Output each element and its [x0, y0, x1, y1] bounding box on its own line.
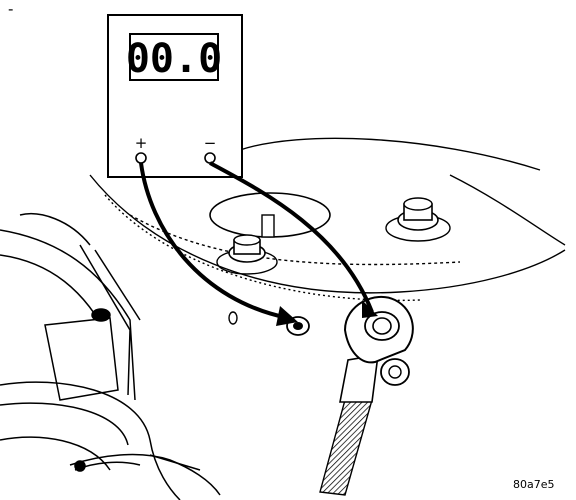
positive-test-lead: [139, 162, 289, 320]
positive-probe-tip: [276, 306, 298, 326]
corner-mark: -: [8, 0, 13, 18]
hold-down-bolt-left: [216, 234, 278, 275]
meter-reading: 00.0: [126, 36, 222, 82]
hold-down-bolt-right: [385, 197, 451, 242]
negative-jack-label: −: [204, 134, 217, 152]
negative-battery-cable: [319, 295, 414, 496]
vent-cap: [261, 214, 275, 238]
negative-probe-tip: [362, 300, 378, 318]
multimeter: 00.0 + −: [107, 14, 243, 178]
hold-down-bracket: [0, 213, 141, 401]
negative-jack: [204, 152, 216, 164]
meter-display: [129, 33, 219, 81]
figure-id: 80a7e5: [513, 478, 555, 491]
positive-jack-label: +: [135, 134, 148, 152]
positive-jack: [135, 152, 147, 164]
cable-loom: [0, 381, 221, 500]
negative-test-lead: [209, 161, 374, 313]
battery-post-test-point: [228, 311, 310, 336]
